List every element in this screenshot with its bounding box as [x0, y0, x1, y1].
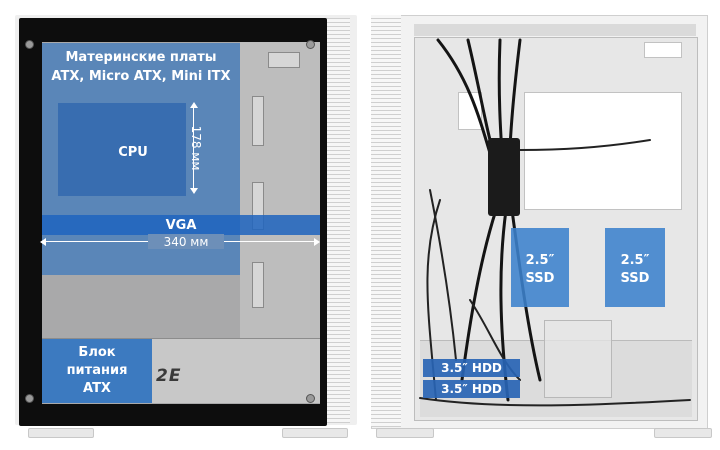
- ssd-right-type-label: SSD: [620, 270, 650, 286]
- case-foot: [654, 428, 712, 438]
- brand-logo: 2E: [156, 366, 182, 386]
- psu-label-line2: питания: [66, 362, 128, 378]
- top-io-bar: [414, 24, 696, 36]
- fan-hub-controller: [488, 138, 520, 216]
- ssd-slot-left-overlay: [511, 228, 569, 307]
- hdd-slot-bottom-overlay: [423, 380, 520, 398]
- dimension-arrow-up-icon: [190, 102, 198, 108]
- case-foot: [28, 428, 94, 438]
- psu-area-overlay: [42, 339, 152, 403]
- right-case-front-vent: [371, 15, 401, 427]
- vga-area-overlay: [42, 215, 320, 235]
- case-foot: [282, 428, 348, 438]
- vga-length-label: 340 мм: [148, 234, 224, 249]
- cpu-label: CPU: [118, 144, 148, 160]
- tray-cutout: [644, 42, 682, 58]
- psu-label-line1: Блок: [78, 344, 116, 360]
- cable-grommet: [252, 96, 264, 146]
- dimension-arrow-down-icon: [190, 188, 198, 194]
- case-foot: [376, 428, 434, 438]
- hdd-slot-top-overlay: [423, 359, 520, 377]
- ssd-right-size-label: 2.5″: [620, 252, 650, 268]
- glass-screw: [25, 394, 34, 403]
- cable-grommet: [252, 262, 264, 308]
- psu-label-line3: ATX: [83, 380, 111, 396]
- cpu-backplate-cutout: [524, 92, 682, 210]
- glass-screw: [25, 40, 34, 49]
- hdd-bottom-label: 3.5″ HDD: [441, 382, 502, 396]
- vga-label: VGA: [165, 217, 197, 233]
- cpu-area-overlay: [58, 103, 186, 196]
- glass-screw: [306, 394, 315, 403]
- hdd-top-label: 3.5″ HDD: [441, 361, 502, 375]
- accessory-bag: [544, 320, 612, 398]
- rear-fan-cutout: [268, 52, 300, 68]
- dimension-arrow-left-icon: [40, 238, 46, 246]
- glass-screw: [306, 40, 315, 49]
- dimension-arrow-right-icon: [314, 238, 320, 246]
- motherboard-label-line1: Материнские платы: [65, 49, 217, 65]
- cpu-height-dimension-line: [193, 104, 194, 192]
- ssd-left-size-label: 2.5″: [525, 252, 555, 268]
- motherboard-label-line2: ATX, Micro ATX, Mini ITX: [51, 68, 231, 84]
- ssd-left-type-label: SSD: [525, 270, 555, 286]
- ssd-slot-right-overlay: [605, 228, 665, 307]
